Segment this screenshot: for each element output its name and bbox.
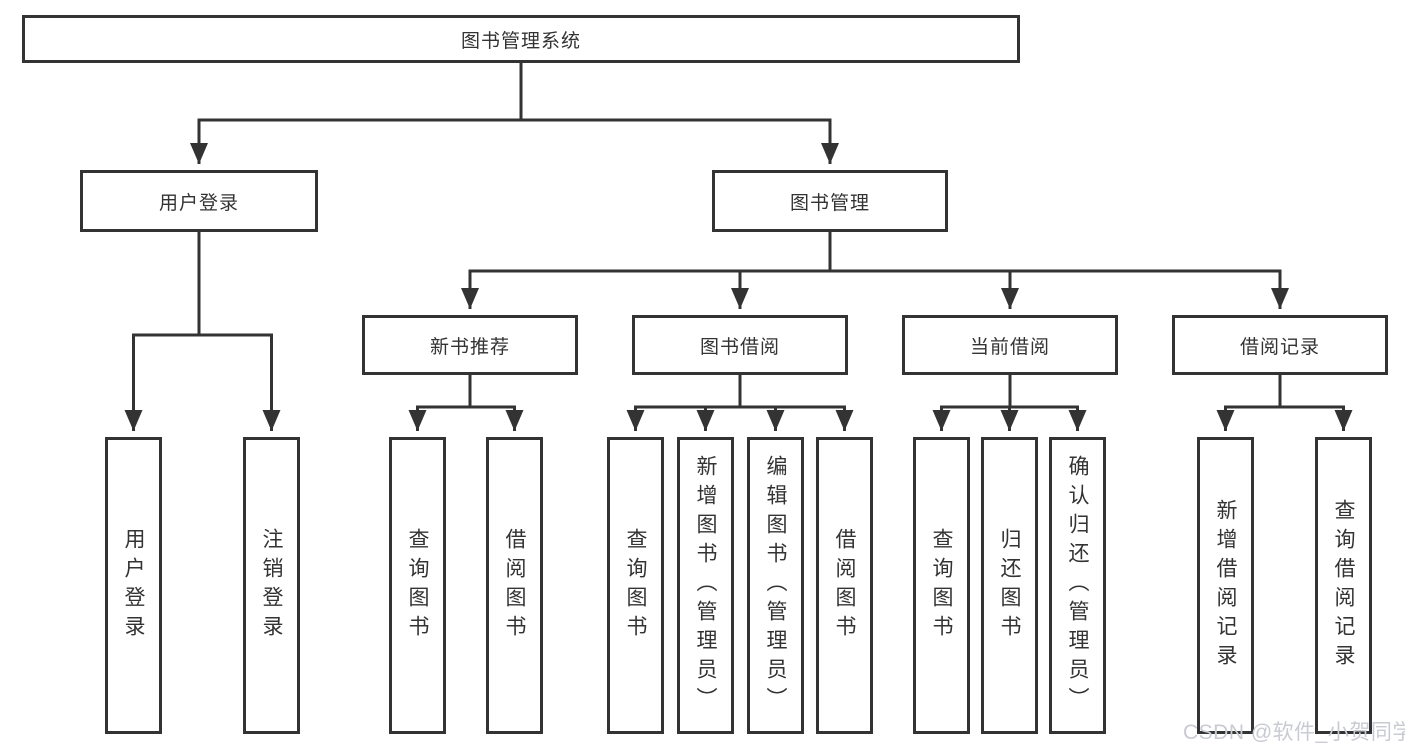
node-current-borrow: 当前借阅: [902, 315, 1118, 375]
node-new-book-recommend: 新书推荐: [362, 315, 578, 375]
leaf-user-login: 用户登录: [105, 437, 162, 734]
node-library-management-system: 图书管理系统: [22, 15, 1020, 63]
leaf-edit-books-admin: 编辑图书（管理员）: [747, 437, 804, 734]
leaf-confirm-return-admin: 确认归还（管理员）: [1049, 437, 1106, 734]
node-book-borrow: 图书借阅: [632, 315, 848, 375]
leaf-query-books-borrow: 查询图书: [607, 437, 664, 734]
leaf-borrow-books-recommend: 借阅图书: [486, 437, 543, 734]
leaf-logout: 注销登录: [243, 437, 300, 734]
leaf-query-books-current: 查询图书: [913, 437, 970, 734]
leaf-add-borrow-record: 新增借阅记录: [1197, 437, 1254, 734]
node-book-management: 图书管理: [712, 170, 948, 232]
csdn-watermark: CSDN @软件_小贺同学: [1183, 721, 1405, 744]
leaf-query-books-recommend: 查询图书: [389, 437, 446, 734]
leaf-query-borrow-record: 查询借阅记录: [1315, 437, 1372, 734]
leaf-borrow-books: 借阅图书: [816, 437, 873, 734]
node-user-login: 用户登录: [80, 170, 318, 232]
node-borrow-records: 借阅记录: [1172, 315, 1388, 375]
leaf-add-books-admin: 新增图书（管理员）: [677, 437, 734, 734]
leaf-return-books: 归还图书: [981, 437, 1038, 734]
